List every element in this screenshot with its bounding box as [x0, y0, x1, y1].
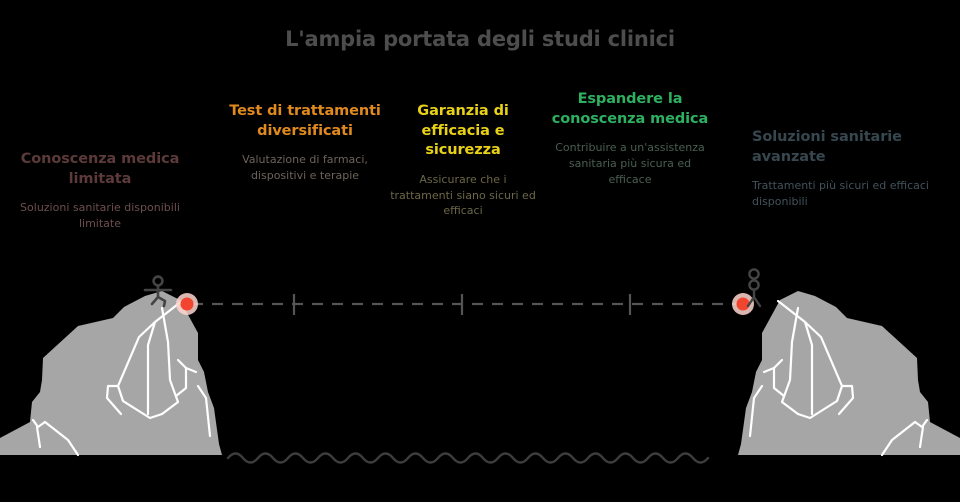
start-point-marker [176, 293, 198, 315]
milestone-conoscenza-medica-limitata: Conoscenza medica limitata Soluzioni san… [12, 150, 188, 232]
milestone-heading: Conoscenza medica limitata [20, 151, 180, 187]
standing-figure-right [746, 268, 762, 308]
journey-path [192, 294, 742, 315]
right-mountain [738, 291, 960, 457]
left-mountain [0, 291, 222, 457]
milestone-test-di-trattamenti-diversificati: Test di trattamenti diversificati Valuta… [225, 102, 385, 184]
milestone-heading: Espandere la conoscenza medica [551, 91, 709, 127]
water-wave-line [226, 452, 710, 464]
milestone-subtitle: Trattamenti più sicuri ed efficaci dispo… [752, 179, 929, 209]
milestone-heading: Soluzioni sanitarie avanzate [752, 129, 902, 165]
milestone-heading: Garanzia di efficacia e sicurezza [417, 103, 509, 159]
milestone-soluzioni-sanitarie-avanzate: Soluzioni sanitarie avanzate Trattamenti… [752, 128, 948, 210]
milestone-subtitle: Assicurare che i trattamenti siano sicur… [390, 173, 536, 218]
milestone-subtitle: Contribuire a un'assistenza sanitaria pi… [555, 141, 705, 186]
page-title: L'ampia portata degli studi clinici [285, 27, 675, 51]
milestone-garanzia-di-efficacia-e-sicurezza: Garanzia di efficacia e sicurezza Assicu… [388, 102, 538, 219]
milestone-subtitle: Soluzioni sanitarie disponibili limitate [20, 201, 180, 231]
milestone-subtitle: Valutazione di farmaci, dispositivi e te… [242, 153, 368, 183]
milestone-heading: Test di trattamenti diversificati [229, 103, 381, 139]
climber-figure-left [143, 275, 173, 308]
milestone-espandere-la-conoscenza-medica: Espandere la conoscenza medica Contribui… [550, 90, 710, 187]
end-point-marker [732, 293, 754, 315]
